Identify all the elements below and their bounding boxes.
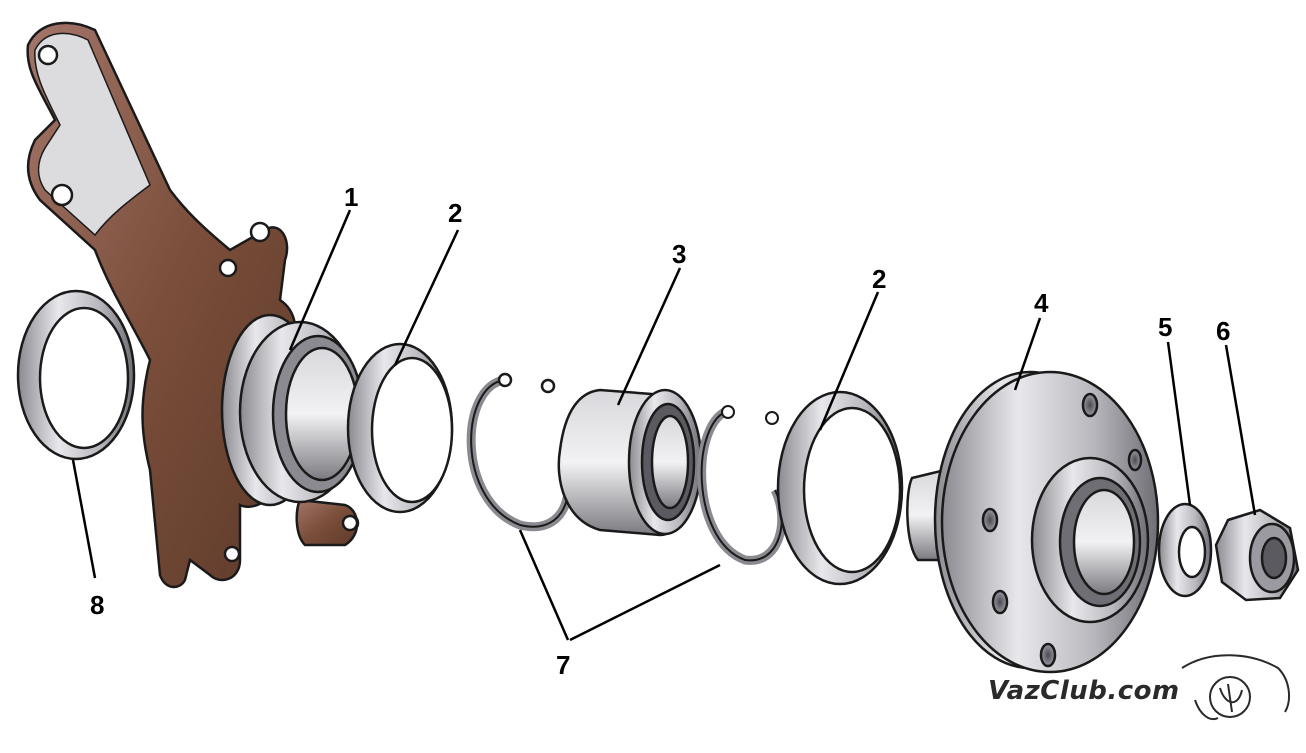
callout-4: 4 [1034,288,1049,318]
vazclub-logo-icon [1181,654,1291,720]
wheel-hub [906,370,1160,674]
callout-3: 3 [672,239,687,269]
watermark-text: VazClub.com [988,676,1180,706]
leader-lines [71,209,1257,642]
callout-2-right: 2 [872,264,887,294]
retaining-ring-right [776,390,904,586]
retaining-ring-left [346,342,454,514]
callout-6: 6 [1216,316,1231,346]
callout-1: 1 [344,182,359,212]
mud-shield-ring [16,289,136,461]
knuckle-bore [220,313,365,507]
callout-8: 8 [90,590,105,620]
spring-ring-left [466,372,573,532]
washer [1157,502,1213,598]
callout-5: 5 [1158,312,1173,342]
callout-7: 7 [556,650,571,680]
hub-nut [1214,508,1300,602]
spring-ring-right [697,405,787,565]
callout-2-left: 2 [448,198,463,228]
wheel-bearing [557,388,703,537]
